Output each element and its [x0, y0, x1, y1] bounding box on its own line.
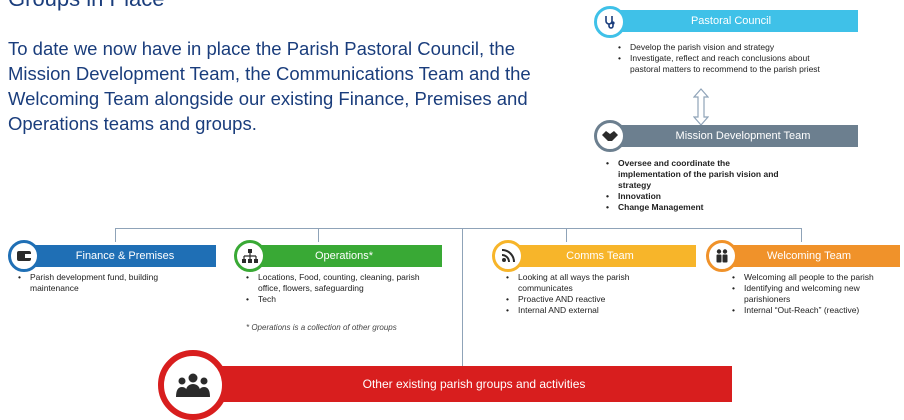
connector-finance — [115, 228, 116, 242]
pastoral-council-bullets: Develop the parish vision and strategy I… — [616, 42, 838, 75]
pastoral-council-bar: Pastoral Council — [604, 10, 858, 32]
finance-premises-bar: Finance & Premises — [20, 245, 216, 267]
list-item: Welcoming all people to the parish — [730, 272, 900, 283]
welcoming-team-bar: Welcoming Team — [718, 245, 900, 267]
list-item: Change Management — [604, 202, 788, 213]
double-arrow-icon — [693, 88, 709, 126]
finance-premises-bullets: Parish development fund, building mainte… — [16, 272, 186, 294]
wallet-icon — [8, 240, 40, 272]
operations-bar: Operations* — [246, 245, 442, 267]
mission-development-title: Mission Development Team — [675, 130, 811, 142]
list-item: Internal AND external — [504, 305, 674, 316]
list-item: Internal “Out-Reach” (reactive) — [730, 305, 900, 316]
operations-title: Operations* — [314, 250, 374, 262]
welcoming-team-bullets: Welcoming all people to the parish Ident… — [730, 272, 900, 316]
page-heading: Groups in Place — [8, 0, 165, 12]
connector-comms — [566, 228, 567, 242]
connector-welcoming — [801, 228, 802, 242]
welcoming-team-title: Welcoming Team — [767, 250, 851, 262]
comms-team-bullets: Looking at all ways the parish communica… — [504, 272, 674, 316]
connector-operations — [318, 228, 319, 242]
other-groups-bar: Other existing parish groups and activit… — [186, 366, 732, 402]
mission-development-bullets: Oversee and coordinate the implementatio… — [604, 158, 788, 213]
list-item: Tech — [244, 294, 436, 305]
list-item: Looking at all ways the parish communica… — [504, 272, 674, 294]
other-groups-title: Other existing parish groups and activit… — [362, 377, 586, 391]
list-item: Oversee and coordinate the implementatio… — [604, 158, 788, 191]
list-item: Parish development fund, building mainte… — [16, 272, 186, 294]
list-item: Innovation — [604, 191, 788, 202]
group-icon — [158, 350, 228, 420]
list-item: Investigate, reflect and reach conclusio… — [616, 53, 838, 75]
pastoral-council-title: Pastoral Council — [690, 15, 772, 27]
handshake-icon — [594, 120, 626, 152]
list-item: Proactive AND reactive — [504, 294, 674, 305]
comms-team-bar: Comms Team — [504, 245, 696, 267]
connector-other — [462, 228, 463, 366]
comms-team-title: Comms Team — [566, 250, 634, 262]
intro-text: To date we now have in place the Parish … — [8, 38, 531, 134]
connector-horizontal — [115, 228, 801, 229]
list-item: Develop the parish vision and strategy — [616, 42, 838, 53]
hierarchy-icon — [234, 240, 266, 272]
mission-development-bar: Mission Development Team — [604, 125, 858, 147]
list-item: Identifying and welcoming new parishione… — [730, 283, 900, 305]
finance-premises-title: Finance & Premises — [75, 250, 175, 262]
rss-icon — [492, 240, 524, 272]
list-item: Locations, Food, counting, cleaning, par… — [244, 272, 436, 294]
people-icon — [706, 240, 738, 272]
operations-bullets: Locations, Food, counting, cleaning, par… — [244, 272, 436, 305]
stethoscope-icon — [594, 6, 626, 38]
operations-note: * Operations is a collection of other gr… — [246, 323, 397, 332]
